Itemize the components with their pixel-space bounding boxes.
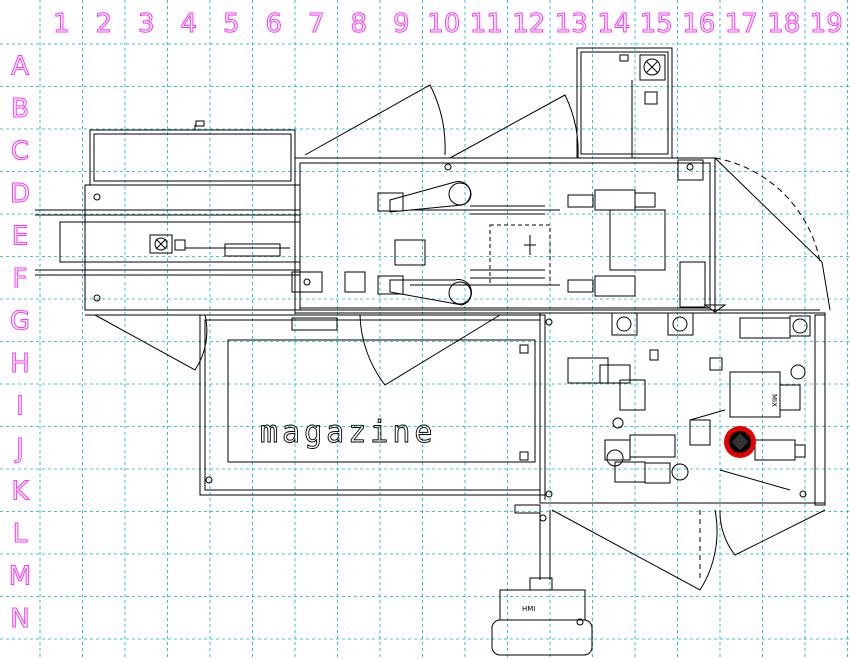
column-label: 10 — [427, 9, 460, 39]
row-label: J — [14, 434, 24, 464]
row-label: H — [10, 349, 30, 379]
column-label: 16 — [682, 9, 715, 39]
column-label: 14 — [597, 9, 630, 39]
magazine-label: magazine — [260, 415, 437, 450]
magazine-door — [359, 314, 501, 386]
row-label: I — [16, 391, 24, 421]
row-label: E — [12, 221, 28, 251]
emergency-stop-marker — [724, 426, 756, 458]
top-doors — [304, 84, 579, 159]
column-label: 2 — [95, 9, 112, 39]
row-label: G — [10, 306, 30, 336]
column-label: 3 — [138, 9, 155, 39]
column-label: 11 — [470, 9, 503, 39]
column-label: 19 — [810, 9, 843, 39]
column-label: 12 — [512, 9, 545, 39]
column-label: 8 — [350, 9, 367, 39]
column-label: 7 — [308, 9, 325, 39]
tower-unit — [576, 47, 673, 159]
column-label: 13 — [555, 9, 588, 39]
main-frame — [85, 157, 716, 316]
machine-outline — [35, 47, 831, 656]
motor-units — [567, 312, 811, 491]
row-label: M — [9, 561, 31, 591]
column-label: 9 — [393, 9, 410, 39]
column-label: 1 — [53, 9, 70, 39]
hmi-panel — [491, 589, 593, 656]
row-label: K — [11, 476, 29, 506]
column-label: 5 — [223, 9, 240, 39]
hmi-arm — [514, 504, 553, 591]
row-label: F — [13, 264, 28, 294]
row-label: L — [13, 519, 28, 549]
column-label: 4 — [180, 9, 197, 39]
bottom-doors — [551, 509, 826, 591]
right-door — [714, 157, 831, 311]
row-label: D — [10, 179, 30, 209]
magazine-enclosure — [199, 314, 546, 496]
row-label: C — [11, 136, 29, 166]
column-label: 15 — [640, 9, 673, 39]
hmi-label: HMI — [522, 605, 535, 613]
row-label: B — [11, 94, 29, 124]
column-label: 6 — [265, 9, 282, 39]
column-label: 18 — [767, 9, 800, 39]
belt-drive-lower — [291, 269, 636, 306]
row-label: A — [11, 51, 29, 81]
column-label: 17 — [725, 9, 758, 39]
fan-icon — [149, 234, 173, 254]
row-label: N — [10, 604, 29, 634]
center-transfer — [394, 209, 727, 313]
left-lower-door — [94, 314, 208, 371]
belt-drive-upper — [377, 181, 656, 215]
mix-label: MIX — [770, 394, 778, 407]
feeder-hopper — [89, 120, 296, 186]
